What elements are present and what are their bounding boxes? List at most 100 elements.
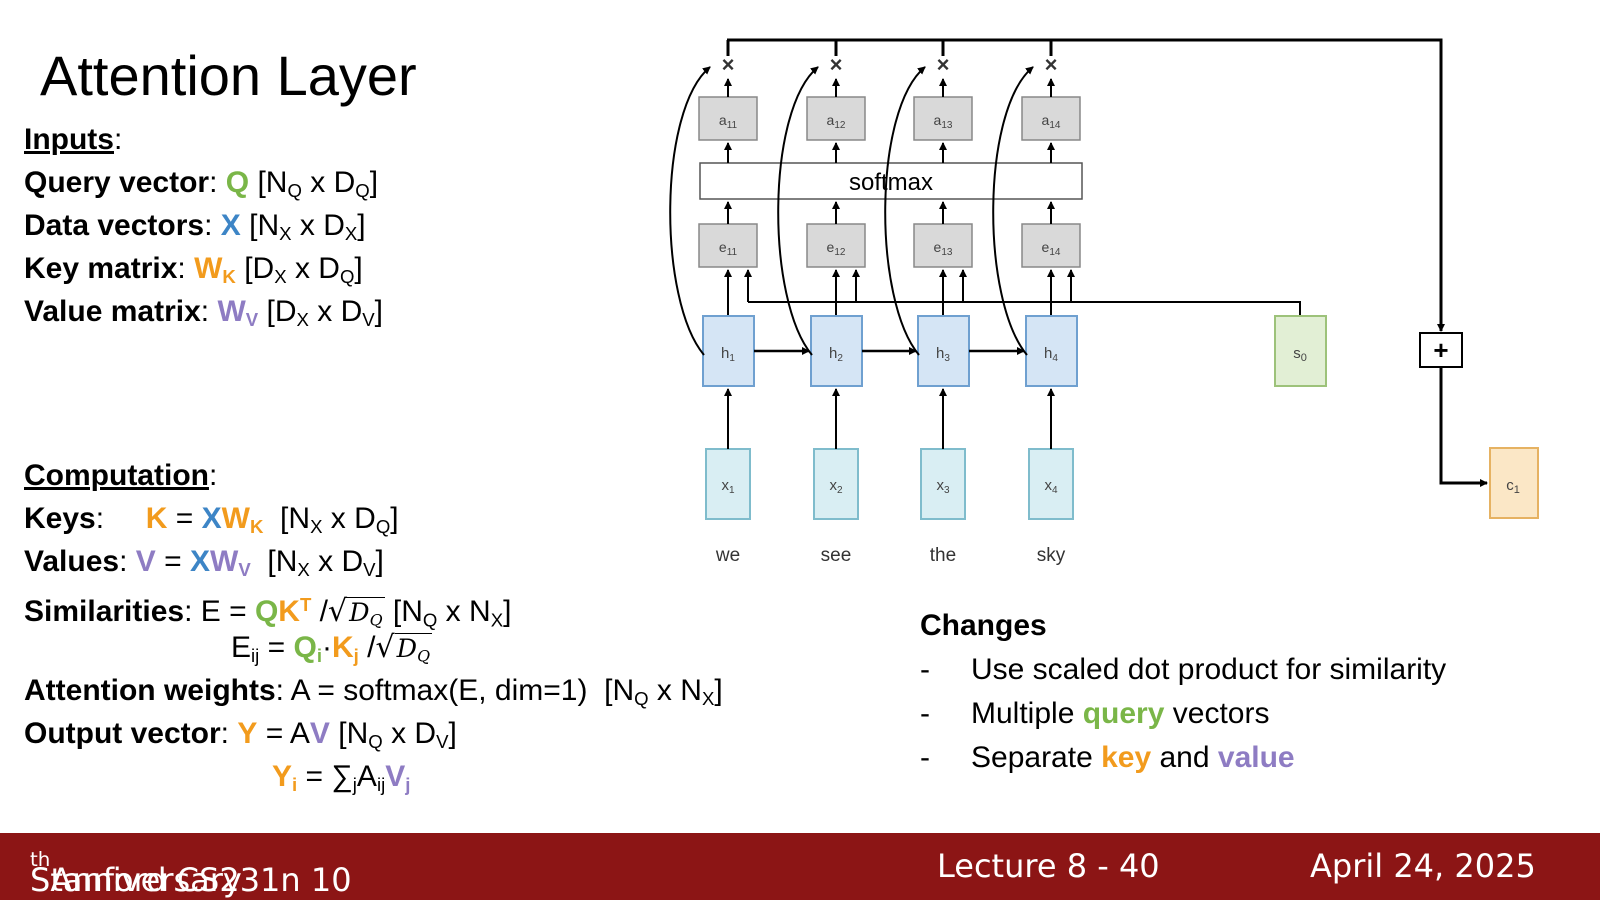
dq-sub: Q <box>417 646 431 666</box>
inputs-block: Inputs: Query vector: Q [NQ x DQ] Data v… <box>24 118 383 333</box>
alignment-score-box <box>806 223 866 268</box>
k-sub: K <box>222 266 236 288</box>
computation-block: Computation: Keys: K = XWK [NX x DQ] Val… <box>24 454 723 798</box>
attention-weights-label: Attention weights <box>24 674 276 707</box>
softmax-box <box>699 162 1083 200</box>
dash: - <box>920 653 930 686</box>
dim-sub: X <box>274 266 287 288</box>
yi-row: Yi = ∑jAijVj <box>272 760 411 796</box>
attention-weight-label: a11 <box>719 112 738 131</box>
attention-diagram: softmax s0 + c1 ×a11e11h1x1we×a12e12h2x2… <box>669 38 1539 566</box>
hidden-state-label: h3 <box>936 345 950 364</box>
context-bus-line <box>727 38 1445 332</box>
w: W <box>194 252 223 285</box>
dim-sub: X <box>344 223 358 245</box>
dim-sub: X <box>296 309 309 331</box>
c1-label: c1 <box>1506 477 1520 496</box>
query-symbol: Q <box>225 166 250 199</box>
plus-label: + <box>1433 335 1448 365</box>
attention-weight-label: a14 <box>1042 112 1061 131</box>
input-label: x4 <box>1044 477 1058 496</box>
course-text: Anniversary <box>50 861 242 899</box>
hidden-state-box <box>917 315 970 387</box>
hidden-state-label: h2 <box>829 345 843 364</box>
keys-row: Keys: K = XWK [NX x DQ] <box>24 502 399 538</box>
hidden-state-label: h1 <box>721 345 735 364</box>
dim: x D <box>291 209 345 242</box>
s0-feed-line <box>748 301 1301 316</box>
dim-sub: Q <box>339 266 355 288</box>
alignment-score-label: e14 <box>1042 239 1061 258</box>
h-to-times-curve <box>777 66 819 356</box>
dq: D <box>349 598 370 629</box>
diagram-columns: ×a11e11h1x1we×a12e12h2x2see×a13e13h3x3th… <box>669 40 1081 566</box>
changes-heading: Changes <box>920 609 1047 642</box>
sum-sub: j <box>352 774 357 796</box>
word-label: we <box>715 545 740 566</box>
e: E <box>231 631 252 664</box>
word-label: see <box>821 545 852 566</box>
h-to-times-curve <box>884 66 926 356</box>
key-symbol: WK <box>194 252 236 288</box>
attention-weight-box <box>806 96 866 141</box>
v-sub: V <box>245 309 259 331</box>
query-vector-label: Query vector <box>24 166 210 199</box>
attention-weight-label: a13 <box>934 112 953 131</box>
inputs-heading: Inputs <box>24 123 114 156</box>
alignment-score-box <box>1021 223 1081 268</box>
attention-formula: A = softmax(E, dim=1) <box>290 674 588 707</box>
text: vectors <box>1164 697 1270 730</box>
input-box <box>920 448 966 520</box>
h-to-times-curve <box>669 66 711 356</box>
inputs-heading-row: Inputs: <box>24 123 123 156</box>
course-sup: th <box>30 848 51 872</box>
query-vector-row: Query vector: Q [NQ x DQ] <box>24 166 379 202</box>
computation-heading: Computation <box>24 459 209 492</box>
query-highlight: query <box>1082 697 1165 730</box>
hidden-state-box <box>1025 315 1078 387</box>
attention-weight-label: a12 <box>827 112 846 131</box>
hidden-state-box <box>702 315 755 387</box>
dim: x D <box>308 295 363 328</box>
changes-item-1: -Use scaled dot product for similarity <box>920 648 1446 692</box>
course-text: Stanford CS231n 10 <box>30 861 352 899</box>
dim: x D <box>286 252 340 285</box>
footer-date: April 24, 2025 <box>1310 847 1536 885</box>
multiply-icon: × <box>1045 52 1058 77</box>
value-highlight: value <box>1217 741 1295 774</box>
attention-weight-box <box>913 96 973 141</box>
dash: - <box>920 741 930 774</box>
dim-sub: Q <box>355 180 370 202</box>
eij-row: Eij = Qi·Kj /√DQ <box>24 626 723 669</box>
slide-title: Attention Layer <box>40 44 417 107</box>
changes-item-3: -Separate key and value <box>920 736 1446 780</box>
sqrt-dq: √DQ <box>375 630 433 666</box>
alignment-score-label: e12 <box>827 239 846 258</box>
key-highlight: key <box>1101 741 1152 774</box>
multiply-icon: × <box>722 52 735 77</box>
text: and <box>1151 741 1218 774</box>
sqrt-dq: √DQ <box>328 594 385 630</box>
value-matrix-label: Value matrix <box>24 295 201 328</box>
footer-lecture: Lecture 8 - 40 <box>937 847 1160 885</box>
softmax-label: softmax <box>849 169 933 196</box>
key-matrix-row: Key matrix: WK [DX x DQ] <box>24 252 363 288</box>
attention-weight-box <box>1021 96 1081 141</box>
output-vector-row: Output vector: Y = AV [NQ x DV] <box>24 717 457 753</box>
a: A <box>356 760 377 793</box>
word-label: sky <box>1037 545 1066 566</box>
similarities-row: Similarities: E = QKT /√DQ [NQ x NX] <box>24 583 723 630</box>
dim: N <box>257 209 280 242</box>
keys-label: Keys <box>24 502 96 535</box>
changes-item-2: -Multiple query vectors <box>920 692 1446 736</box>
dim-sub: V <box>362 309 375 331</box>
values-label: Values <box>24 545 120 578</box>
attention-weight-box <box>698 96 758 141</box>
c1-box <box>1489 447 1539 519</box>
input-label: x3 <box>936 477 950 496</box>
data-symbol: X <box>220 209 241 242</box>
data-vectors-row: Data vectors: X [NX x DX] <box>24 209 366 245</box>
dash: - <box>920 697 930 730</box>
